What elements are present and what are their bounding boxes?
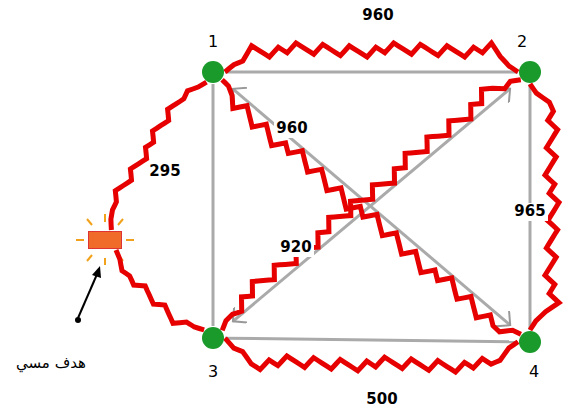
distance-label: 295 <box>147 163 182 180</box>
link-line <box>233 89 510 325</box>
target-box: هدف مسي <box>88 231 122 249</box>
signal-path <box>116 250 204 330</box>
node-number: 2 <box>517 33 527 51</box>
node-circle: 4 <box>519 331 541 353</box>
distance-label: 500 <box>364 391 399 408</box>
target-label: هدف مسي <box>16 355 86 372</box>
node-number: 1 <box>208 33 218 51</box>
distance-label: 965 <box>512 203 547 220</box>
distance-label: 960 <box>360 7 395 24</box>
leader-arrow <box>75 266 101 323</box>
signal-path <box>111 82 207 230</box>
signal-path <box>225 43 518 72</box>
link-line <box>212 84 215 326</box>
link-line <box>225 338 518 342</box>
node-circle: 1 <box>202 61 224 83</box>
link-line <box>225 71 518 74</box>
link-line <box>233 89 510 322</box>
node-number: 3 <box>208 363 218 381</box>
node-circle: 2 <box>519 61 541 83</box>
distance-label: 920 <box>278 239 313 256</box>
signal-path <box>225 338 518 372</box>
distance-label: 960 <box>274 120 309 137</box>
node-circle: 3 <box>202 327 224 349</box>
signal-path <box>222 80 521 331</box>
target-rays <box>76 214 134 265</box>
signal-path <box>222 80 521 334</box>
node-number: 4 <box>529 363 539 381</box>
